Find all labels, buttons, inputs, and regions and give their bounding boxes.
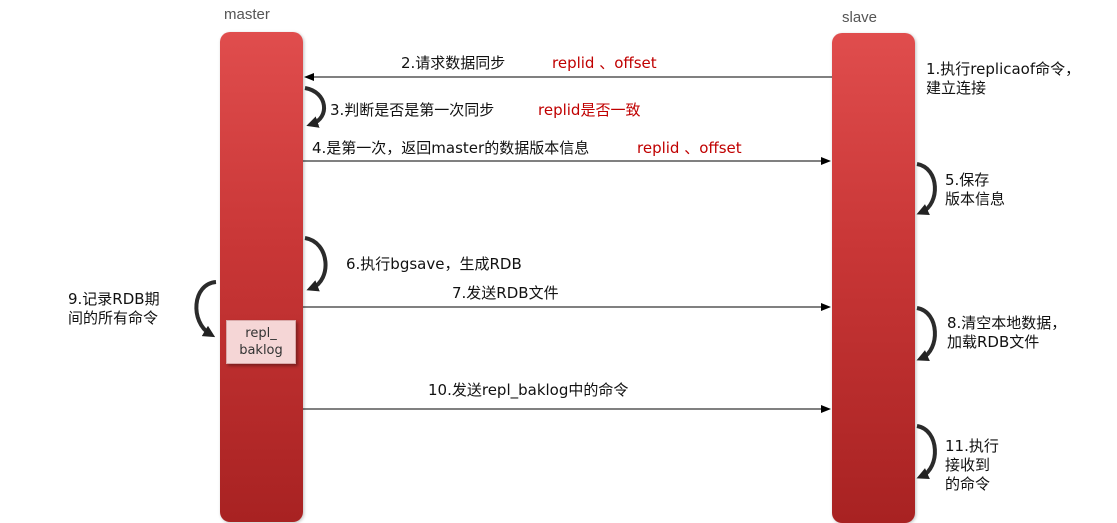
step-4-detail: replid 、offset: [637, 139, 742, 157]
step-3-label: 3.判断是否是第一次同步: [330, 101, 495, 119]
step-1-label: 1.执行replicaof命令， 建立连接: [926, 60, 1081, 97]
step-11-label: 11.执行 接收到 的命令: [945, 437, 999, 493]
master-lifeline: [220, 32, 303, 522]
curl-arrow-slave-5: [916, 162, 937, 216]
slave-lifeline: [832, 33, 915, 523]
step-6-label: 6.执行bgsave，生成RDB: [346, 255, 522, 273]
repl-baklog-buffer: repl_ baklog: [226, 320, 296, 364]
slave-title: slave: [842, 9, 878, 26]
master-title: master: [224, 6, 270, 23]
curl-arrow-master-3: [304, 86, 327, 128]
step-3-detail: replid是否一致: [538, 101, 641, 119]
step-2-detail: replid 、offset: [552, 54, 657, 72]
step-5-label: 5.保存 版本信息: [945, 171, 1006, 208]
curl-arrow-slave-11: [916, 424, 937, 480]
curl-arrow-record: [194, 280, 217, 338]
curl-arrow-master-6: [304, 236, 328, 292]
step-2-label: 2.请求数据同步: [401, 54, 506, 72]
step-7-label: 7.发送RDB文件: [452, 284, 559, 302]
curl-arrow-slave-8: [916, 306, 937, 362]
step-10-label: 10.发送repl_baklog中的命令: [428, 381, 629, 399]
step-8-label: 8.清空本地数据， 加载RDB文件: [947, 314, 1067, 351]
step-4-label: 4.是第一次，返回master的数据版本信息: [312, 139, 590, 157]
step-9-label: 9.记录RDB期 间的所有命令: [68, 290, 160, 327]
